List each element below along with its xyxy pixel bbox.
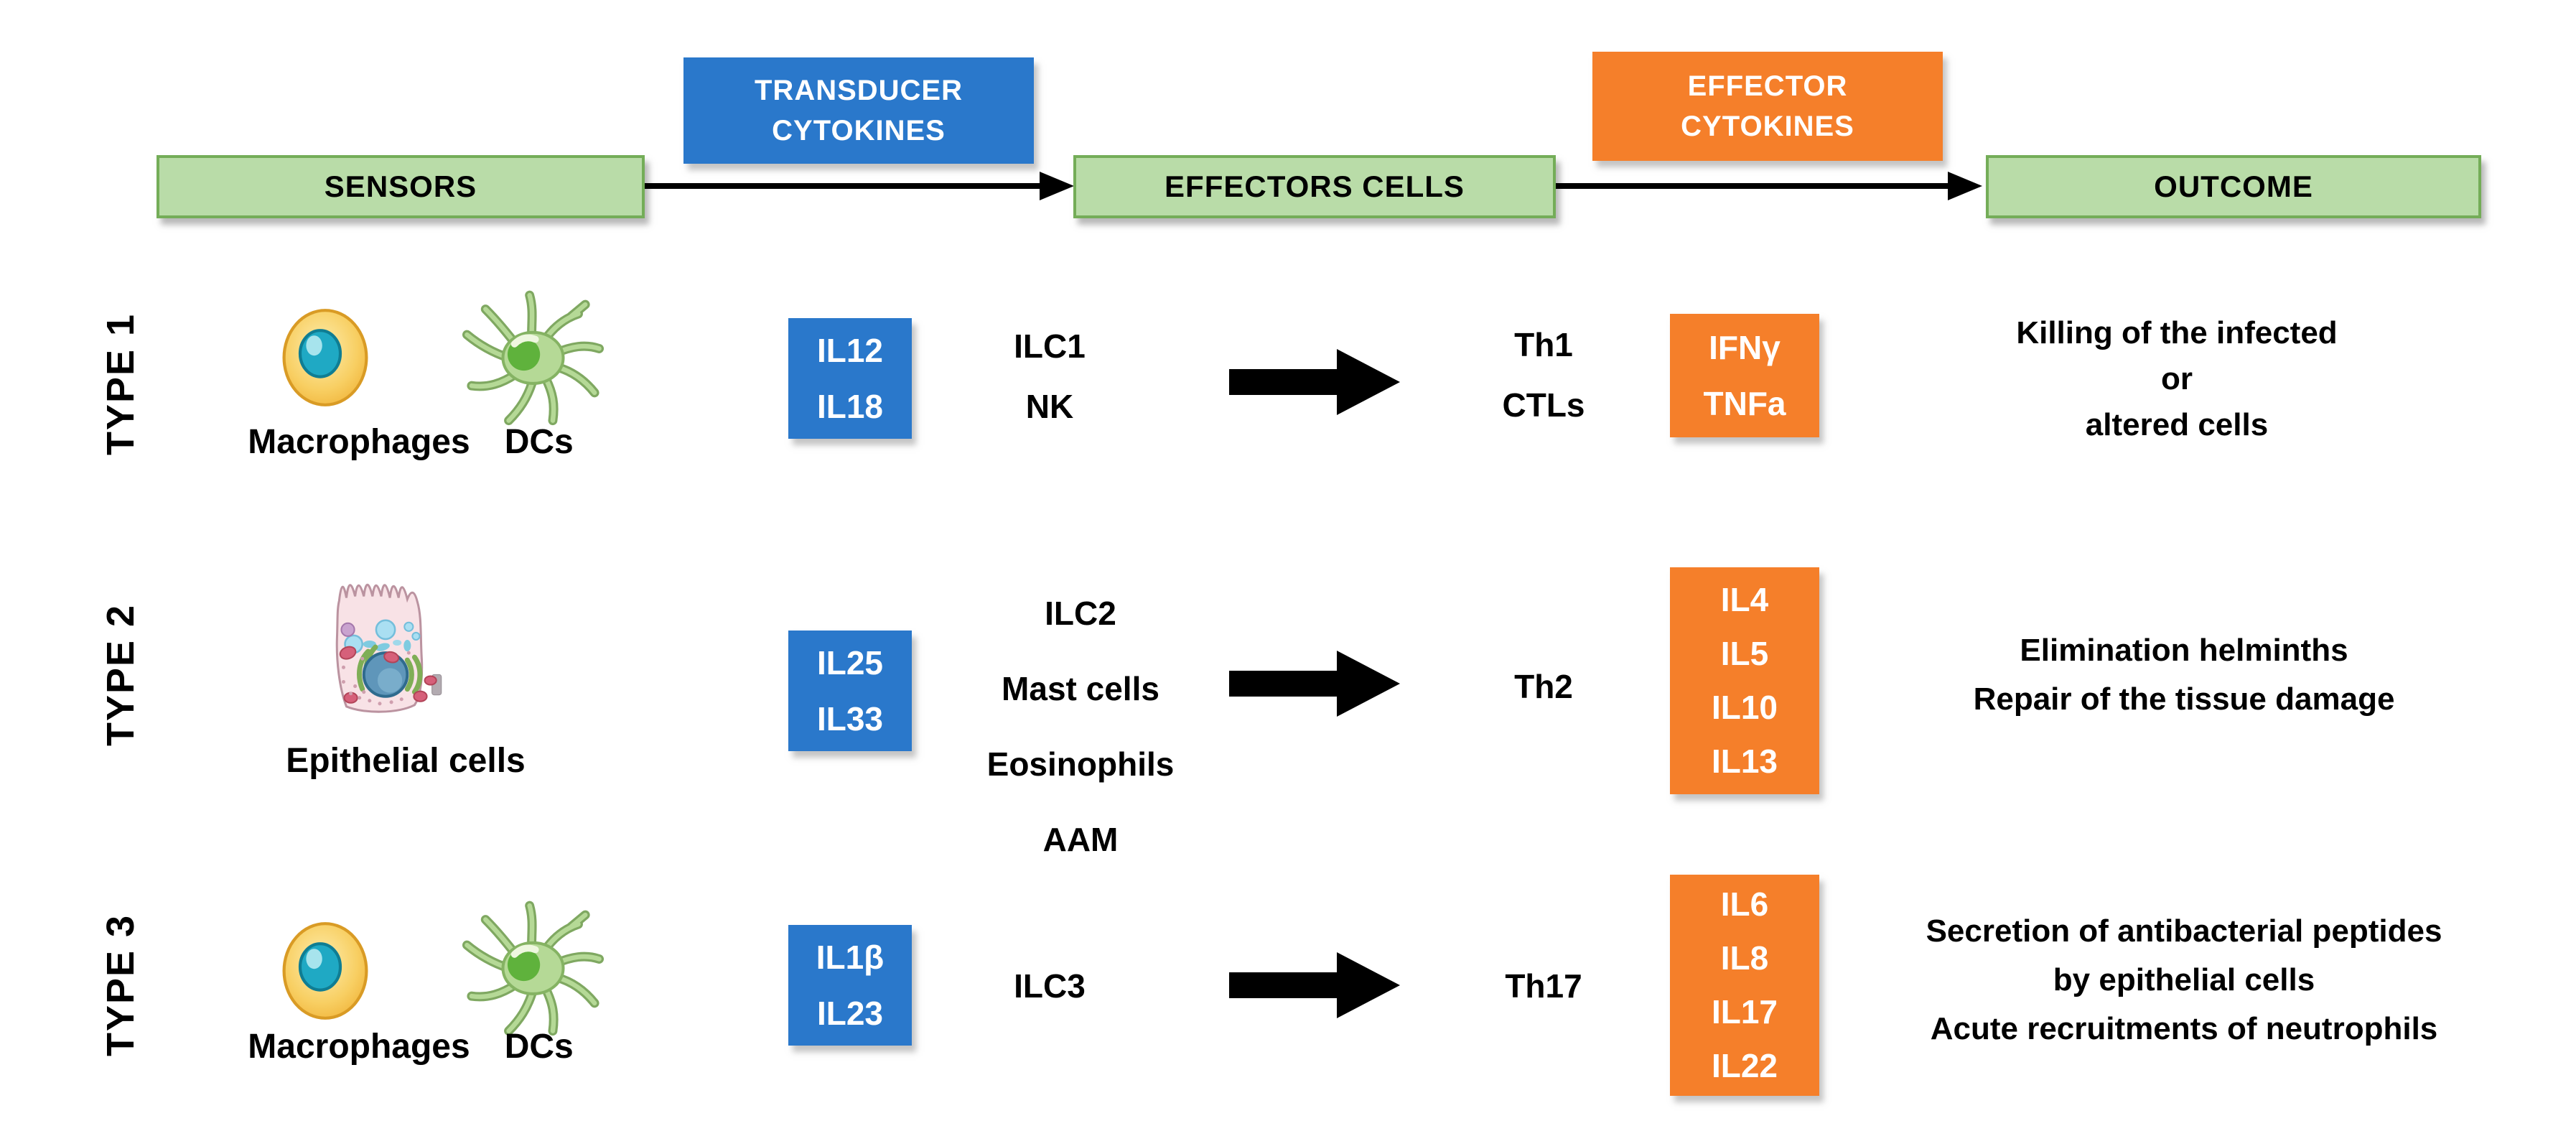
row2-flow-arrow: [1229, 645, 1401, 726]
epithelial-cells-label: Epithelial cells: [286, 742, 526, 780]
effectors-to-outcome-arrow: [1556, 183, 1949, 189]
transducer-header-line: CYTOKINES: [772, 115, 946, 146]
effector-cell-label: ILC1: [1014, 327, 1086, 365]
dendritic-cell-icon: [456, 894, 610, 1048]
effector-cytokines-header-box: EFFECTOR CYTOKINES: [1592, 52, 1943, 161]
adaptive-cell-label: Th1: [1514, 326, 1573, 363]
row2-sensor-labels: Epithelial cells: [286, 741, 525, 781]
row2-adaptive-cells: Th2: [1514, 666, 1573, 707]
cytokine-label: IL22: [1711, 1047, 1778, 1084]
adaptive-cell-label: Th2: [1514, 668, 1573, 705]
adaptive-cell-label: CTLs: [1502, 386, 1585, 424]
outcome-line: by epithelial cells: [2053, 962, 2315, 997]
effector-cell-label: ILC3: [1014, 967, 1086, 1005]
effector-cell-label: AAM: [1042, 821, 1119, 858]
row1-effector-cells: ILC1 NK: [1014, 316, 1086, 437]
row1-sensor-labels: Macrophages DCs: [248, 422, 573, 462]
outcome-line: or: [2160, 361, 2193, 396]
transducer-cytokines-header-box: TRANSDUCER CYTOKINES: [683, 57, 1034, 164]
cytokine-label: IL13: [1711, 743, 1778, 780]
effector-cell-label: ILC2: [1045, 595, 1116, 632]
effectors-to-outcome-arrowhead: [1948, 172, 1982, 200]
macrophage-icon: [280, 307, 370, 411]
row3-outcome: Secretion of antibacterial peptides by e…: [1926, 907, 2442, 1053]
row3-transducer-cytokines-box: IL1β IL23: [788, 925, 912, 1046]
cytokine-label: IL25: [816, 644, 884, 681]
type-1-label: TYPE 1: [99, 312, 142, 456]
cytokine-label: IL8: [1720, 939, 1769, 977]
effector-cell-label: Mast cells: [1002, 670, 1159, 707]
row1-outcome: Killing of the infected or altered cells: [2016, 310, 2337, 448]
dcs-label: DCs: [504, 423, 574, 461]
cytokine-label: IL10: [1711, 689, 1778, 726]
row3-adaptive-cells: Th17: [1505, 966, 1582, 1006]
adaptive-cell-label: Th17: [1505, 967, 1582, 1005]
effector-cytokines-header-line: CYTOKINES: [1681, 111, 1854, 142]
cytokine-label: IL5: [1720, 635, 1769, 672]
cytokine-label: IL18: [816, 388, 884, 425]
outcome-line: Elimination helminths: [2020, 633, 2348, 668]
sensors-header-label: SENSORS: [324, 169, 477, 203]
outcome-header-box: OUTCOME: [1986, 155, 2481, 218]
effector-cytokines-header-line: EFFECTOR: [1687, 70, 1848, 102]
cytokine-label: IL6: [1720, 885, 1769, 923]
type-3-label: TYPE 3: [99, 913, 142, 1057]
effector-cell-label: NK: [1025, 388, 1074, 425]
row1-effector-cytokines-box: IFNγ TNFa: [1670, 314, 1819, 437]
dcs-label: DCs: [504, 1028, 574, 1066]
outcome-line: Acute recruitments of neutrophils: [1930, 1011, 2438, 1046]
row3-flow-arrow: [1229, 946, 1401, 1028]
row2-outcome: Elimination helminths Repair of the tiss…: [1974, 626, 2395, 724]
row2-effector-cytokines-box: IL4 IL5 IL10 IL13: [1670, 567, 1819, 794]
cytokine-label: IL12: [816, 332, 884, 369]
dendritic-cell-icon: [456, 284, 610, 438]
row3-effector-cells: ILC3: [1014, 966, 1086, 1006]
effectors-cells-header-box: EFFECTORS CELLS: [1073, 155, 1556, 218]
outcome-line: Secretion of antibacterial peptides: [1926, 913, 2442, 949]
effector-cell-label: Eosinophils: [986, 745, 1175, 783]
effectors-cells-header-label: EFFECTORS CELLS: [1165, 169, 1465, 203]
sensors-to-effectors-arrowhead: [1040, 172, 1074, 200]
row1-flow-arrow: [1229, 343, 1401, 424]
type-2-label: TYPE 2: [99, 603, 142, 747]
cytokine-label: IFNγ: [1709, 329, 1781, 366]
outcome-line: Killing of the infected: [2016, 315, 2338, 350]
transducer-header-line: TRANSDUCER: [755, 75, 963, 106]
cytokine-label: IL17: [1711, 993, 1778, 1030]
outcome-header-label: OUTCOME: [2154, 169, 2313, 203]
cytokine-label: IL33: [816, 700, 884, 738]
sensors-to-effectors-arrow: [645, 183, 1041, 189]
outcome-line: Repair of the tissue damage: [1973, 681, 2395, 717]
epithelial-cell-icon: [322, 566, 445, 722]
sensors-header-box: SENSORS: [157, 155, 645, 218]
cytokine-label: TNFa: [1703, 385, 1786, 422]
row2-effector-cells: ILC2 Mast cells Eosinophils AAM: [987, 576, 1175, 878]
cytokine-label: IL4: [1720, 581, 1769, 618]
row1-adaptive-cells: Th1 CTLs: [1503, 315, 1585, 435]
macrophage-icon: [280, 921, 370, 1025]
row2-transducer-cytokines-box: IL25 IL33: [788, 631, 912, 751]
cytokine-label: IL23: [816, 995, 884, 1032]
cytokine-label: IL1β: [816, 939, 885, 976]
outcome-line: altered cells: [2085, 407, 2269, 442]
macrophages-label: Macrophages: [248, 1028, 470, 1066]
row3-effector-cytokines-box: IL6 IL8 IL17 IL22: [1670, 875, 1819, 1096]
row3-sensor-labels: Macrophages DCs: [248, 1027, 573, 1066]
macrophages-label: Macrophages: [248, 423, 470, 461]
row1-transducer-cytokines-box: IL12 IL18: [788, 318, 912, 439]
